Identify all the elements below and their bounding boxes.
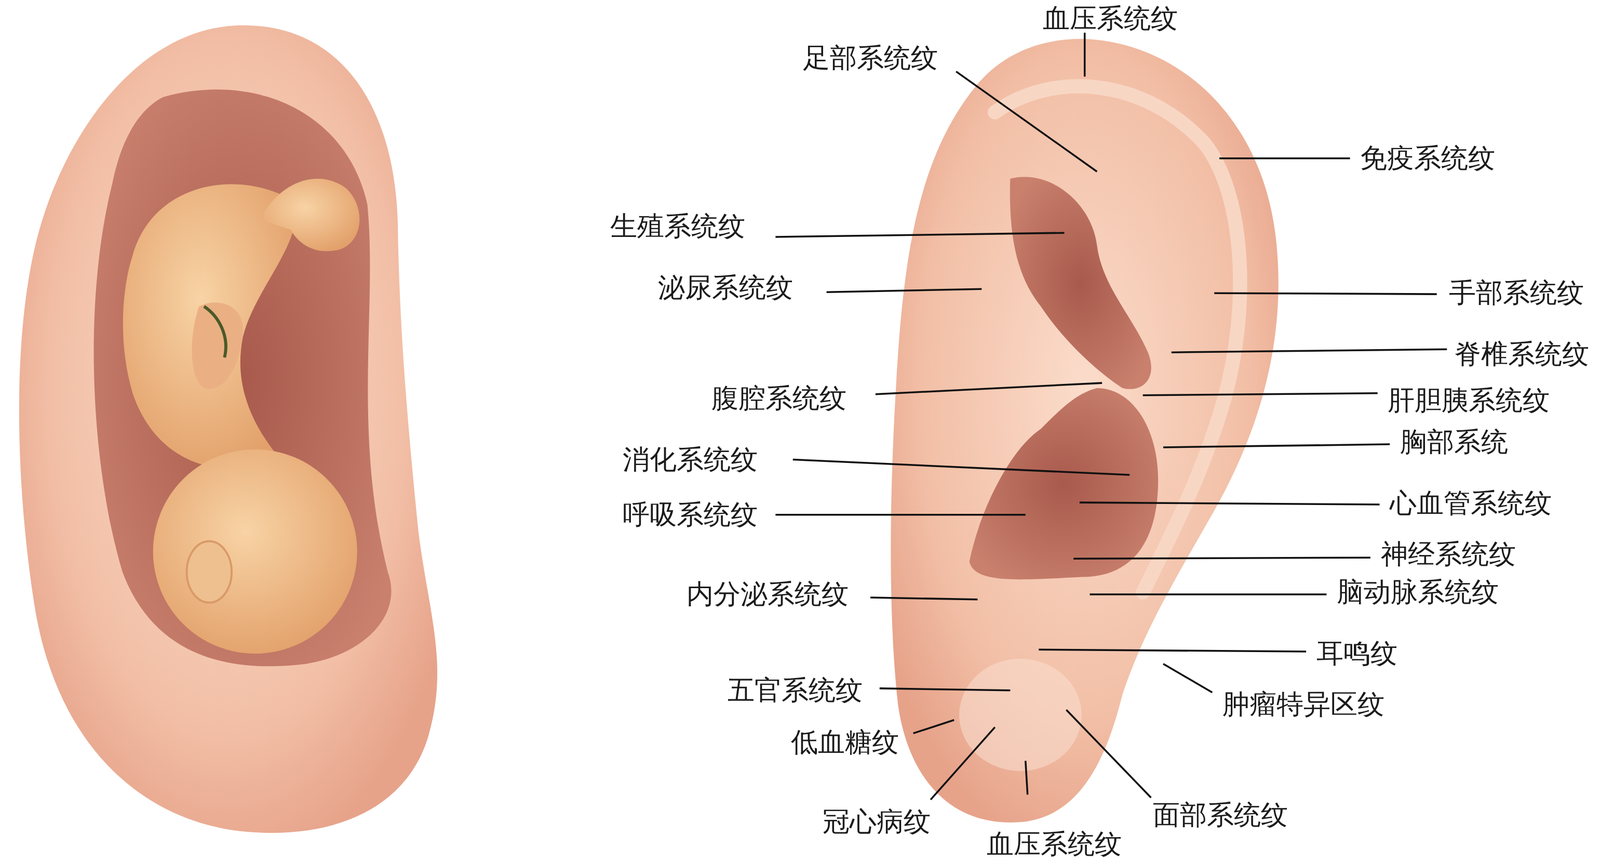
system-label: 冠心病纹 <box>822 805 931 838</box>
system-label: 脊椎系统纹 <box>1454 338 1590 370</box>
system-label: 免疫系统纹 <box>1360 142 1496 174</box>
ear-map <box>890 38 1279 823</box>
system-label: 脑动脉系统纹 <box>1336 576 1499 608</box>
system-label: 足部系统纹 <box>802 42 938 74</box>
system-label: 胸部系统 <box>1400 426 1509 458</box>
system-label: 神经系统纹 <box>1380 538 1516 570</box>
system-label: 肝胆胰系统纹 <box>1387 384 1550 416</box>
system-label: 面部系统纹 <box>1152 799 1288 831</box>
system-label: 泌尿系统纹 <box>657 272 793 304</box>
system-label: 腹腔系统纹 <box>711 382 847 414</box>
system-label: 血压系统纹 <box>1042 3 1178 35</box>
system-label: 生殖系统纹 <box>610 210 746 242</box>
system-label: 手部系统纹 <box>1448 277 1584 309</box>
system-label: 血压系统纹 <box>986 828 1122 860</box>
system-label: 心血管系统纹 <box>1389 487 1552 519</box>
system-label: 五官系统纹 <box>727 674 863 706</box>
leader-lines <box>775 32 1447 800</box>
system-label: 内分泌系统纹 <box>686 578 849 610</box>
system-label: 消化系统纹 <box>622 444 758 476</box>
fetus-ear <box>19 25 438 833</box>
system-label: 肿瘤特异区纹 <box>1222 688 1385 720</box>
system-label: 低血糖纹 <box>790 726 899 758</box>
system-label: 呼吸系统纹 <box>622 499 758 531</box>
system-label: 耳鸣纹 <box>1316 637 1398 669</box>
